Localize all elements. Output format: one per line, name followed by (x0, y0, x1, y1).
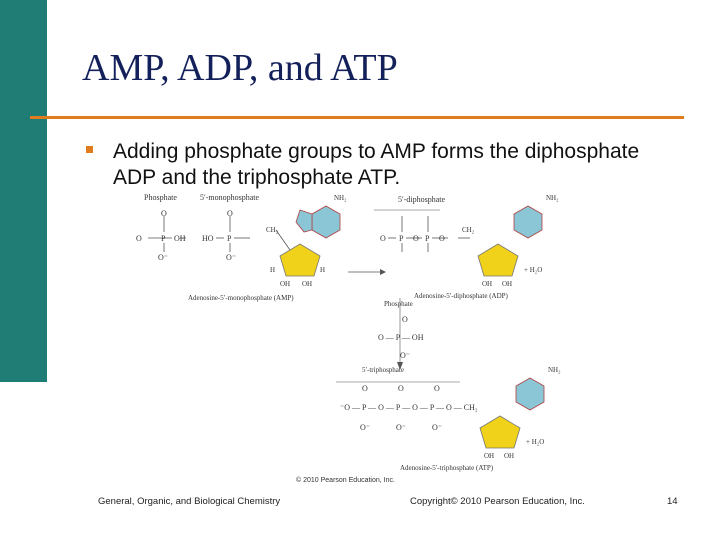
page-number: 14 (667, 496, 678, 507)
svg-text:OH: OH (484, 452, 494, 460)
svg-text:NH₂: NH₂ (334, 194, 347, 202)
footer-course-title: General, Organic, and Biological Chemist… (98, 496, 281, 507)
svg-text:CH₂: CH₂ (462, 226, 475, 234)
svg-text:OH: OH (482, 280, 492, 288)
svg-text:O⁻: O⁻ (400, 351, 410, 360)
svg-text:OH: OH (280, 280, 290, 288)
phosphate-label: Phosphate (144, 193, 177, 202)
svg-text:OH: OH (302, 280, 312, 288)
adp-adenine-ring (513, 205, 543, 239)
amp-ribose-ring (279, 243, 321, 277)
svg-text:O: O (161, 209, 167, 218)
svg-text:O⁻: O⁻ (226, 253, 236, 262)
amp-molecule (148, 216, 291, 252)
atp-label: Adenosine-5′-triphosphate (ATP) (400, 464, 494, 472)
figure-copyright: © 2010 Pearson Education, Inc. (296, 476, 395, 484)
svg-text:OH: OH (502, 280, 512, 288)
svg-text:HO: HO (202, 234, 214, 243)
svg-text:O⁻: O⁻ (432, 423, 442, 432)
svg-text:O: O (136, 234, 142, 243)
slide-sidebar-bar (0, 0, 47, 382)
svg-text:OH: OH (504, 452, 514, 460)
svg-text:O: O (398, 384, 404, 393)
svg-text:P: P (161, 234, 166, 243)
svg-text:O: O (439, 234, 445, 243)
atp-adenine-ring (515, 377, 545, 411)
svg-text:O — P — OH: O — P — OH (378, 333, 424, 342)
svg-text:CH₂: CH₂ (266, 226, 279, 234)
svg-text:H: H (320, 266, 325, 274)
svg-text:O: O (362, 384, 368, 393)
atp-phosphate-chain: ⁻O — P — O — P — O — P — O — CH₂ (340, 403, 478, 412)
adp-molecule (388, 216, 470, 252)
adp-ribose-ring (477, 243, 519, 277)
adp-label: Adenosine-5′-diphosphate (ADP) (414, 292, 509, 300)
svg-text:P: P (425, 234, 430, 243)
svg-text:OH: OH (174, 234, 186, 243)
svg-text:O⁻: O⁻ (360, 423, 370, 432)
water-label-1: + H₂O (524, 266, 542, 274)
svg-text:NH₂: NH₂ (546, 194, 559, 202)
svg-text:O⁻: O⁻ (396, 423, 406, 432)
slide-title: AMP, ADP, and ATP (82, 47, 398, 89)
nucleotide-figure: Phosphate 5′-monophosphate 5′-diphosphat… (130, 186, 570, 488)
svg-text:H: H (270, 266, 275, 274)
diphosphate-label: 5′-diphosphate (398, 195, 446, 204)
svg-text:O: O (413, 234, 419, 243)
footer-copyright: Copyright© 2010 Pearson Education, Inc. (410, 496, 585, 507)
svg-text:P: P (399, 234, 404, 243)
nucleotide-diagram: Phosphate 5′-monophosphate 5′-diphosphat… (136, 193, 561, 484)
monophosphate-label: 5′-monophosphate (200, 193, 260, 202)
svg-text:O: O (434, 384, 440, 393)
amp-adenine-ring (311, 205, 341, 239)
svg-text:O: O (227, 209, 233, 218)
svg-text:O: O (402, 315, 408, 324)
water-label-2: + H₂O (526, 438, 544, 446)
amp-label: Adenosine-5′-monophosphate (AMP) (188, 294, 294, 302)
bullet-text: Adding phosphate groups to AMP forms the… (113, 140, 640, 189)
triphosphate-label: 5′-triphosphate (362, 366, 404, 374)
svg-text:NH₂: NH₂ (548, 366, 561, 374)
phosphate-label-2: Phosphate (384, 300, 413, 308)
atp-ribose-ring (479, 415, 521, 449)
svg-text:O⁻: O⁻ (158, 253, 168, 262)
svg-text:P: P (227, 234, 232, 243)
bullet-icon (86, 146, 93, 153)
title-divider (30, 116, 684, 119)
svg-text:O: O (380, 234, 386, 243)
